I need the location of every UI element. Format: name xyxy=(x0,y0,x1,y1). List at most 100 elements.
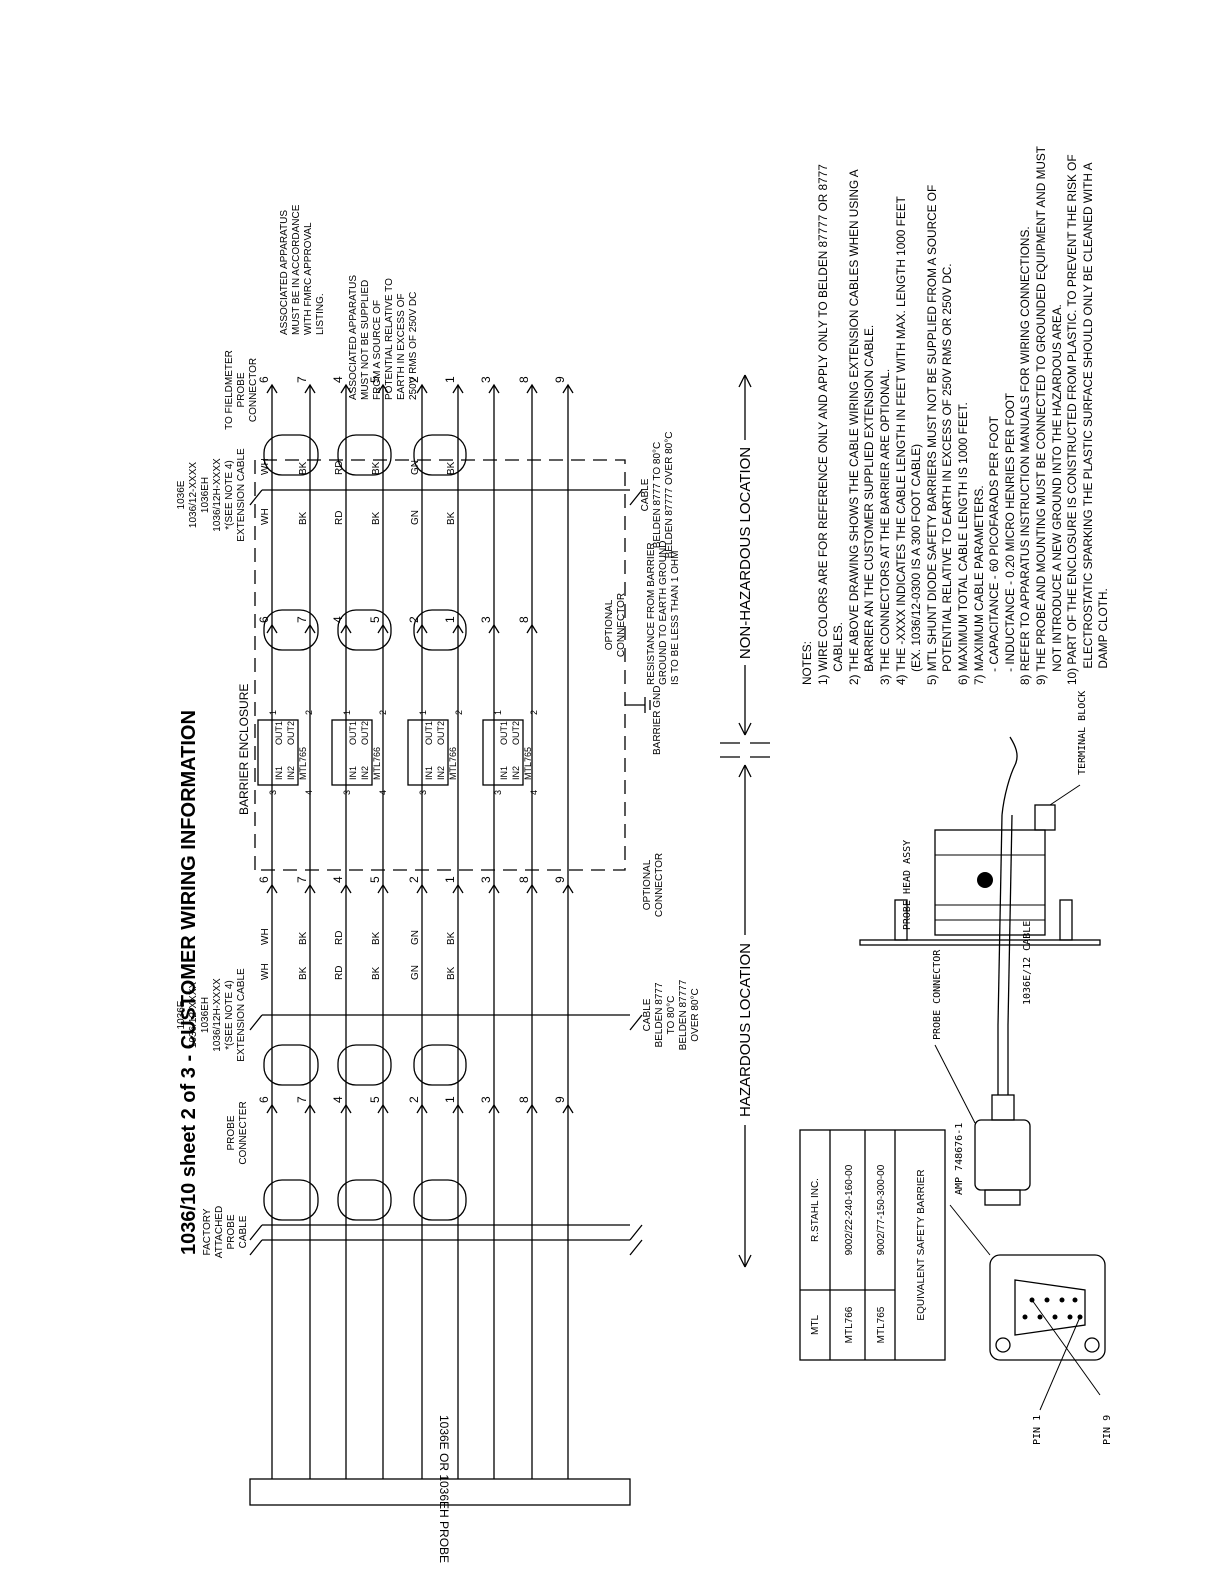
optional-connector-left: OPTIONAL CONNECTOR xyxy=(642,853,665,917)
wire-color-label: GN xyxy=(410,460,421,475)
barrier-1-pin1: 1 xyxy=(268,710,278,715)
connector-arrow xyxy=(488,623,500,634)
barrier-module-2: IN1 OUT1 IN2 OUT2 MTL766 3 4 1 2 xyxy=(331,710,388,795)
barrier-3-model: MTL766 xyxy=(448,747,458,780)
assoc-note-2-l4: POTENTIAL RELATIVE TO xyxy=(384,278,395,400)
probe-label: 1036E OR 1036EH PROBE xyxy=(437,1415,451,1563)
amp-label: AMP 748676-1 xyxy=(954,1123,965,1195)
note-line: 4) THE -XXXX INDICATES THE CABLE LENGTH … xyxy=(893,196,908,685)
barrier-4-pin4: 4 xyxy=(529,790,539,795)
pin-label: 8 xyxy=(517,1096,531,1103)
wire-color-label: RD xyxy=(334,931,345,945)
table-mtl765-part: 9002/77-150-300-00 xyxy=(876,1164,887,1255)
barrier-1-pin3: 3 xyxy=(268,790,278,795)
pin-label: 8 xyxy=(517,616,531,623)
resistance-note-3: IS TO BE LESS THAN 1 OHM xyxy=(670,551,681,686)
wire-color-label: BK xyxy=(371,931,382,945)
wire-color-label: BK xyxy=(298,966,309,980)
connector-arrow xyxy=(340,383,352,394)
assoc-note-2-l3: FROM A SOURCE OF xyxy=(372,300,383,400)
connector-arrow xyxy=(340,623,352,634)
pin-label: 7 xyxy=(295,616,309,623)
wire-color-label: BK xyxy=(298,511,309,525)
wire-color-label: GN xyxy=(410,965,421,980)
assoc-note-2-l6: 250V RMS OF 250V DC xyxy=(408,292,419,400)
shield-oval xyxy=(263,434,319,476)
factory-cable-line-2: ATTACHED xyxy=(214,1206,225,1258)
barrier-1-model: MTL765 xyxy=(298,747,308,780)
barrier-1-in2: IN2 xyxy=(286,766,296,780)
note-line: (EX. 1036/12-0300 IS A 300 FOOT CABLE) xyxy=(909,443,924,685)
connector-arrow xyxy=(416,383,428,394)
shield-oval xyxy=(413,1044,467,1086)
wire-color-label: GN xyxy=(410,930,421,945)
wire-color-label: WH xyxy=(260,508,271,525)
connector-arrow xyxy=(304,1103,316,1114)
pin-label: 3 xyxy=(479,376,493,383)
note-line: - CAPACITANCE - 60 PICOFARADS PER FOOT xyxy=(987,416,1002,685)
pin-label: 4 xyxy=(331,876,345,883)
note-line: NOT INTRODUCE A NEW GROUND INTO THE HAZA… xyxy=(1049,304,1064,685)
barrier-4-in1: IN1 xyxy=(499,766,509,780)
wire-color-label: BK xyxy=(371,511,382,525)
assoc-note-1-l1: ASSOCIATED APPARATUS xyxy=(279,210,290,335)
barrier-1-pin2: 2 xyxy=(304,710,314,715)
pin-label: 5 xyxy=(368,376,382,383)
pin-label: 4 xyxy=(331,1096,345,1103)
barrier-enclosure-box xyxy=(254,459,626,871)
right-cable-note-2: BELDEN 8777 TO 80°C xyxy=(652,442,663,548)
barrier-3-pin3: 3 xyxy=(418,790,428,795)
connector-arrow xyxy=(488,1103,500,1114)
pin-label: 6 xyxy=(257,616,271,623)
barrier-2-pin4: 4 xyxy=(378,790,388,795)
pin-label: 8 xyxy=(517,876,531,883)
note-line: - INDUCTANCE - 0.20 MICRO HENRIES PER FO… xyxy=(1002,392,1017,685)
pin-label: 3 xyxy=(479,876,493,883)
optional-connector-right: OPTIONAL CONNECTOR xyxy=(604,593,627,657)
connector-arrow xyxy=(526,883,538,894)
connector-arrow xyxy=(526,1103,538,1114)
pin-label: 4 xyxy=(331,616,345,623)
pin-label: 7 xyxy=(295,1096,309,1103)
connector-arrow xyxy=(377,1103,389,1114)
terminal-block-label: TERMINAL BLOCK xyxy=(1077,691,1088,775)
connector-arrow xyxy=(452,1103,464,1114)
table-mtl: MTL xyxy=(810,1315,821,1335)
wire-color-label: RD xyxy=(334,966,345,980)
connector-arrow xyxy=(416,623,428,634)
wire-color-label: RD xyxy=(334,511,345,525)
factory-cable-line-4: CABLE xyxy=(238,1215,249,1248)
left-cable-note-1: CABLE xyxy=(642,998,653,1031)
wire-color-label: BK xyxy=(298,931,309,945)
diagram-title: 1036/10 sheet 2 of 3 - CUSTOMER WIRING I… xyxy=(178,710,200,1255)
connector-arrow xyxy=(377,383,389,394)
shield-oval xyxy=(263,1044,319,1086)
note-line: 5) MTL SHUNT DIODE SAFETY BARRIERS MUST … xyxy=(924,184,939,685)
pin-label: 2 xyxy=(407,616,421,623)
barrier-3-out1: OUT1 xyxy=(424,721,434,745)
fieldmeter-line-3: CONNECTOR xyxy=(248,358,259,422)
left-cable-note-2: BELDEN 8777 xyxy=(654,982,665,1047)
right-cable-line-5: *(SEE NOTE 4) xyxy=(224,460,235,529)
wire-color-label: BK xyxy=(371,461,382,475)
wire-color-label: WH xyxy=(260,963,271,980)
cable-break-marks xyxy=(249,489,643,1256)
pin-label: 6 xyxy=(257,876,271,883)
wire-color-label: WH xyxy=(260,458,271,475)
connector-arrow xyxy=(452,623,464,634)
barrier-4-pin1: 1 xyxy=(493,710,503,715)
barrier-2-pin3: 3 xyxy=(342,790,352,795)
wire-color-label: BK xyxy=(446,931,457,945)
barrier-module-1: IN1 OUT1 IN2 OUT2 MTL765 3 4 1 2 xyxy=(257,710,314,795)
shield-oval xyxy=(337,434,392,476)
probe-connecter-label: PROBE CONNECTER xyxy=(226,1101,249,1164)
connector-arrow xyxy=(488,383,500,394)
barrier-enclosure-label: BARRIER ENCLOSURE xyxy=(237,684,251,815)
barrier-ground: BARRIER GND RESISTANCE FROM BARRIER GROU… xyxy=(625,541,681,755)
barrier-1-out1: OUT1 xyxy=(274,721,284,745)
barrier-2-out1: OUT1 xyxy=(348,721,358,745)
barrier-2-pin2: 2 xyxy=(378,710,388,715)
wire-color-label: BK xyxy=(446,966,457,980)
pin-label: 5 xyxy=(368,616,382,623)
